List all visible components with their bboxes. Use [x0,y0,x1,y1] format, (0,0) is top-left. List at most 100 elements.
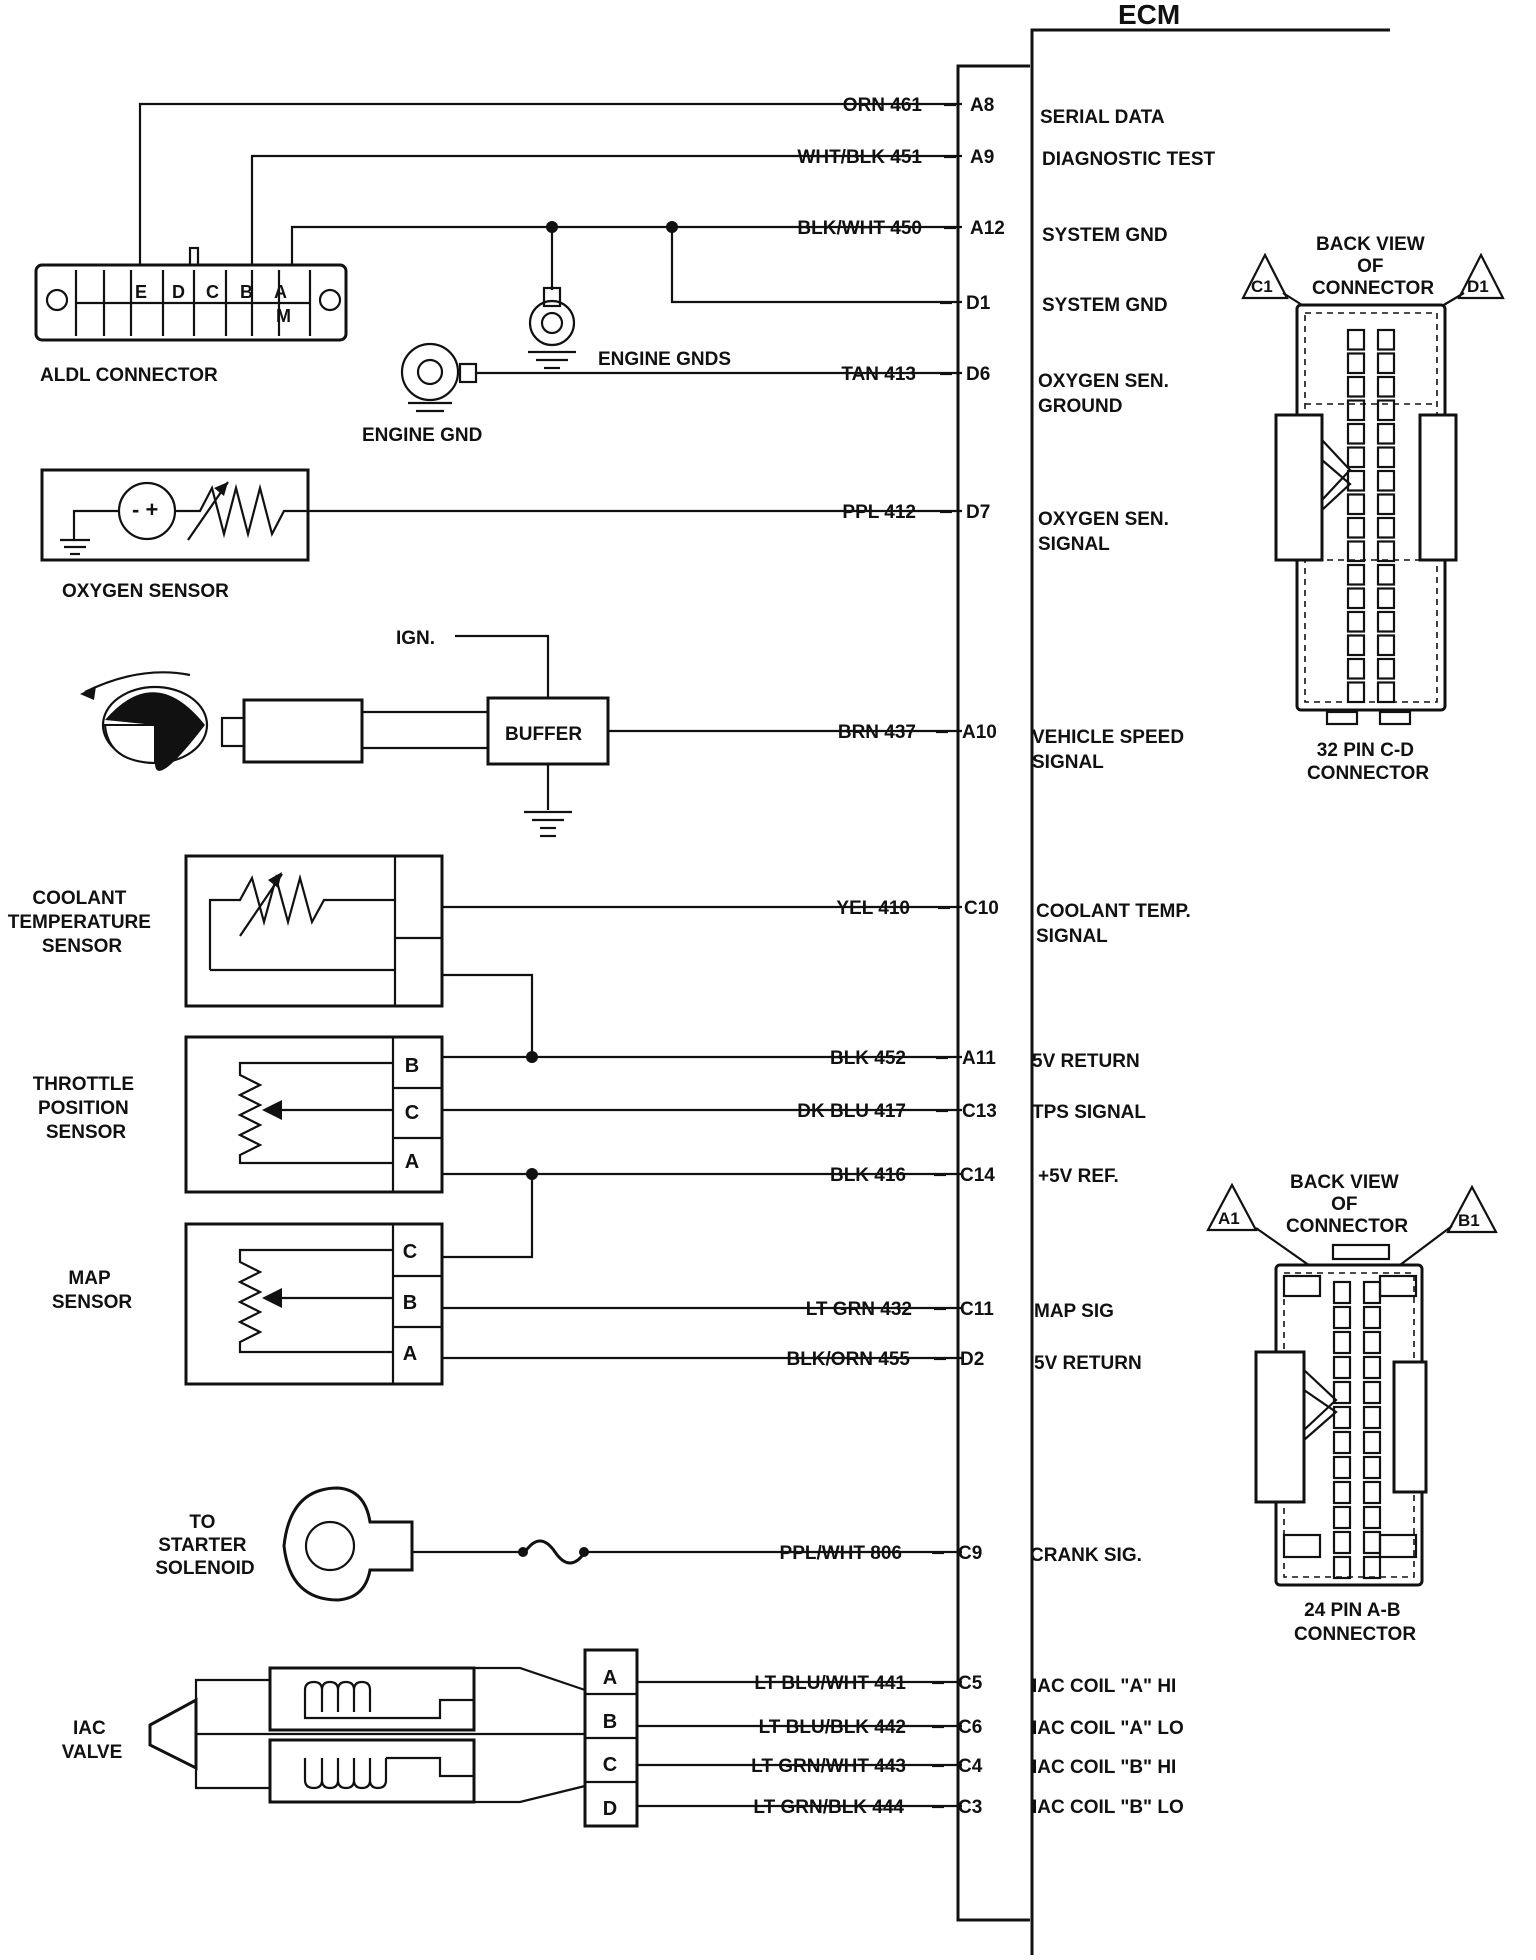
connector-pin-cell [1346,446,1366,469]
pin-function-label: IAC COIL "B" LO [1032,1797,1184,1818]
connector-pin-cell [1362,1480,1382,1505]
ab-tag-b1: B1 [1458,1211,1480,1230]
connector-pin-cell [1362,1455,1382,1480]
pin-function-label: IAC COIL "B" HI [1032,1757,1176,1778]
connector-pin-cell [1376,563,1396,586]
connector-pin-letter: A [405,1151,419,1173]
connector-pin-cell [1362,1380,1382,1405]
wire-color-label: DK BLU 417 [797,1101,906,1122]
connector-pin-cell [1376,610,1396,633]
pin-function-label: SYSTEM GND [1042,295,1168,316]
connector-pin-cell [1362,1555,1382,1580]
connector-pin-cell [1346,563,1366,586]
connector-pin-cell [1362,1530,1382,1555]
cd-pin-grid [1346,328,1396,704]
ab-pin-grid [1332,1280,1382,1580]
connector-pin-cell [1376,634,1396,657]
aldl-pin-letter: C [206,282,219,302]
engine-gnd-label: ENGINE GND [362,425,482,446]
wire-color-label: LT GRN/WHT 443 [751,1756,906,1777]
pin-function-label: OXYGEN SEN. [1038,371,1169,392]
connector-pin-cell [1376,516,1396,539]
wire-color-label: BLK 416 [830,1165,906,1186]
starter-label: TO STARTER SOLENOID [155,1512,254,1579]
pin-function-label: SIGNAL [1036,926,1108,947]
pin-function-label: +5V REF. [1038,1166,1119,1187]
connector-pin-cell [1346,610,1366,633]
connector-pin-cell [1362,1305,1382,1330]
connector-pin-letter: A [403,1343,417,1365]
pin-function-label: DIAGNOSTIC TEST [1042,149,1216,170]
cd-connector-title: BACK VIEW OF CONNECTOR [1312,234,1434,299]
ab-connector-title: BACK VIEW OF CONNECTOR [1286,1172,1408,1237]
connector-pin-cell [1376,399,1396,422]
iac-label: IAC VALVE [62,1718,123,1763]
pin-function-label: SERIAL DATA [1040,107,1165,128]
connector-pin-cell [1332,1305,1352,1330]
connector-pin-letter: A [603,1667,617,1689]
connector-pin-cell [1346,634,1366,657]
connector-pin-cell [1332,1555,1352,1580]
ecm-pin-label: C10 [964,898,999,919]
connector-pin-cell [1376,587,1396,610]
ecm-title: ECM [1118,0,1180,30]
connector-pin-cell [1376,446,1396,469]
engine-ground-eyelets: ENGINE GNDS ENGINE GND [362,227,962,446]
connector-pin-letter: B [405,1055,419,1077]
connector-pin-cell [1376,493,1396,516]
connector-pin-cell [1346,493,1366,516]
cd-connector-caption: 32 PIN C-D CONNECTOR [1307,740,1429,784]
ecm-pin-label: C4 [958,1756,983,1777]
connector-pin-cell [1376,352,1396,375]
ecm-pin-label: C3 [958,1797,982,1818]
tps-label: THROTTLE POSITION SENSOR [33,1074,140,1143]
ecm-pin-label: A10 [962,722,997,743]
aldl-label: ALDL CONNECTOR [40,365,218,386]
connector-pin-cell [1376,540,1396,563]
pin-function-label: IAC COIL "A" LO [1032,1718,1184,1739]
cd-tag-c1: C1 [1251,277,1273,296]
connector-pin-cell [1376,469,1396,492]
oxygen-sensor-label: OXYGEN SENSOR [62,581,229,602]
connector-pin-cell [1362,1405,1382,1430]
pin-function-label: SIGNAL [1032,752,1104,773]
wire-color-label: LT BLU/BLK 442 [759,1717,906,1738]
pin-function-label: VEHICLE SPEED [1032,727,1184,748]
engine-gnds-label: ENGINE GNDS [598,349,731,370]
ab-tag-a1: A1 [1218,1209,1240,1228]
connector-pin-cell [1332,1280,1352,1305]
connector-pin-cell [1346,657,1366,680]
coolant-label: COOLANT TEMPERATURE SENSOR [8,888,157,957]
ecm-pin-label: C14 [960,1165,995,1186]
buffer-label: BUFFER [505,724,582,745]
pin-function-label: 5V RETURN [1032,1051,1140,1072]
cd-tag-d1: D1 [1467,277,1489,296]
connector-24pin-ab: BACK VIEW OF CONNECTOR A1 B1 24 PIN A-B … [1206,1172,1498,1645]
connector-pin-cell [1332,1480,1352,1505]
connector-pin-letter: C [603,1754,617,1776]
connector-32pin-cd: BACK VIEW OF CONNECTOR C1 D1 32 PIN C-D … [1241,234,1505,784]
wire-color-label: BRN 437 [838,722,916,743]
connector-pin-cell [1346,540,1366,563]
pin-function-label: 5V RETURN [1034,1353,1142,1374]
connector-pin-cell [1362,1430,1382,1455]
wire-color-label: LT BLU/WHT 441 [754,1673,906,1694]
wire-color-label: ORN 461 [843,95,923,116]
connector-pin-cell [1346,422,1366,445]
connector-pin-letter: D [603,1798,617,1820]
connector-pin-cell [1346,399,1366,422]
connector-pin-cell [1346,516,1366,539]
aldl-pin-letter: B [240,282,253,302]
pin-function-label: IAC COIL "A" HI [1032,1676,1176,1697]
ecm-pin-label: C9 [958,1543,982,1564]
connector-pin-cell [1376,422,1396,445]
connector-pin-cell [1346,587,1366,610]
